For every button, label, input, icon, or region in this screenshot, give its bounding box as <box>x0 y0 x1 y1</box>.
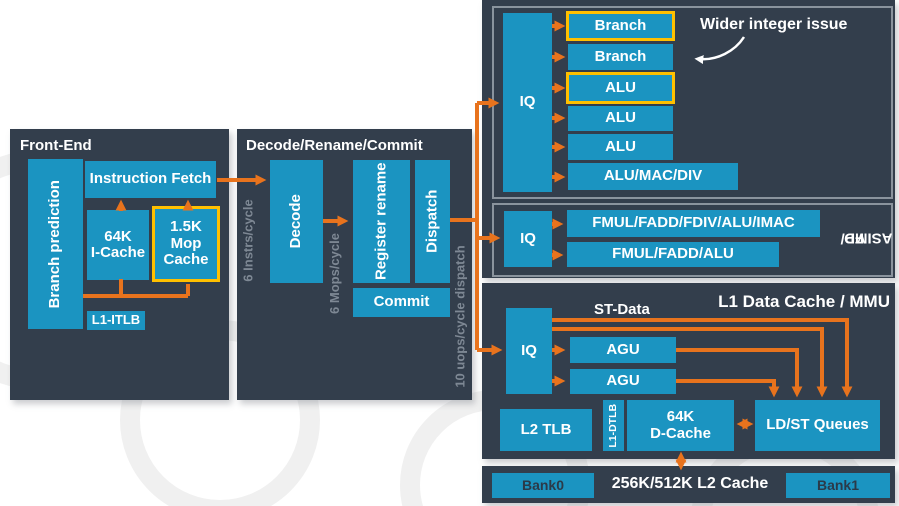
icache-name: I-Cache <box>90 244 146 261</box>
branch-prediction-box: Branch prediction <box>28 159 83 329</box>
mop-cache-size: 1.5K <box>170 218 202 236</box>
bank0-label: Bank0 <box>521 476 565 493</box>
commit-box: Commit <box>353 288 450 317</box>
exec-unit-alu-mac-div: ALU/MAC/DIV <box>568 163 738 190</box>
mop-cache-box: 1.5K Mop Cache <box>152 206 220 282</box>
icache-size: 64K <box>104 227 132 245</box>
st-data-label: ST-Data <box>594 301 650 318</box>
exec-unit-branch-2: Branch <box>568 44 673 70</box>
mop-cache-name-1: Mop <box>170 234 202 252</box>
l1-icache-box: 64K I-Cache <box>87 210 149 280</box>
l1-itlb-label: L1-ITLB <box>91 312 141 328</box>
l1-data-cache-mmu-title: L1 Data Cache / MMU <box>718 292 890 311</box>
dispatch-label: Dispatch <box>423 189 441 254</box>
fp-asimd-side-label: FP/ ASIMD <box>840 229 893 247</box>
l1-iq-label: IQ <box>521 341 537 359</box>
rate-6-instrs-cycle: 6 Instrs/cycle <box>240 198 256 282</box>
integer-iq-label: IQ <box>519 93 536 111</box>
l2-tlb-label: L2 TLB <box>520 420 572 438</box>
rate-10-uops-cycle-dispatch: 10 uops/cycle dispatch <box>452 244 468 388</box>
ldst-queues-box: LD/ST Queues <box>755 400 880 451</box>
fp-iq-box: IQ <box>504 211 552 267</box>
exec-unit-alu-3: ALU <box>568 134 673 160</box>
l1-dcache-box: 64K D-Cache <box>627 400 734 451</box>
l2-bank1-box: Bank1 <box>786 473 890 498</box>
agu-box-1: AGU <box>570 369 676 394</box>
register-rename-box: Register rename <box>353 160 410 283</box>
ldst-queues-label: LD/ST Queues <box>766 416 869 434</box>
front-end-title: Front-End <box>20 137 92 154</box>
fp-pipe-0: FMUL/FADD/FDIV/ALU/IMAC <box>567 210 820 237</box>
commit-label: Commit <box>373 293 430 311</box>
l1-iq-box: IQ <box>506 308 552 394</box>
register-rename-label: Register rename <box>372 162 390 281</box>
exec-unit-alu-1: ALU <box>566 72 675 104</box>
agu-box-0: AGU <box>570 337 676 363</box>
branch-prediction-label: Branch prediction <box>46 179 64 309</box>
integer-iq-box: IQ <box>503 13 552 192</box>
l2-cache-label: 256K/512K L2 Cache <box>611 475 769 492</box>
l1-itlb-box: L1-ITLB <box>87 311 145 330</box>
decode-box: Decode <box>270 160 323 283</box>
exec-unit-alu-2: ALU <box>568 106 673 131</box>
dcache-name: D-Cache <box>650 424 711 442</box>
dispatch-box: Dispatch <box>415 160 450 283</box>
wider-integer-issue-annotation: Wider integer issue <box>700 16 848 33</box>
bank1-label: Bank1 <box>816 476 860 493</box>
fp-pipe-1: FMUL/FADD/ALU <box>567 242 779 267</box>
decode-label: Decode <box>287 194 305 249</box>
decode-rename-commit-title: Decode/Rename/Commit <box>246 137 423 154</box>
mop-cache-name-2: Cache <box>163 251 209 269</box>
l2-bank0-box: Bank0 <box>492 473 594 498</box>
execution-core-title: Execution Core <box>640 0 888 4</box>
fp-iq-label: IQ <box>520 229 536 247</box>
dcache-size: 64K <box>666 408 695 425</box>
instruction-fetch-box: Instruction Fetch <box>85 161 216 198</box>
instruction-fetch-label: Instruction Fetch <box>89 170 212 188</box>
l1-dtlb-box: L1-DTLB <box>603 400 624 451</box>
l2-tlb-box: L2 TLB <box>500 409 592 451</box>
exec-unit-branch-1: Branch <box>566 11 675 41</box>
l1-dtlb-label: L1-DTLB <box>606 403 619 448</box>
rate-6-mops-cycle: 6 Mops/cycle <box>326 233 342 314</box>
